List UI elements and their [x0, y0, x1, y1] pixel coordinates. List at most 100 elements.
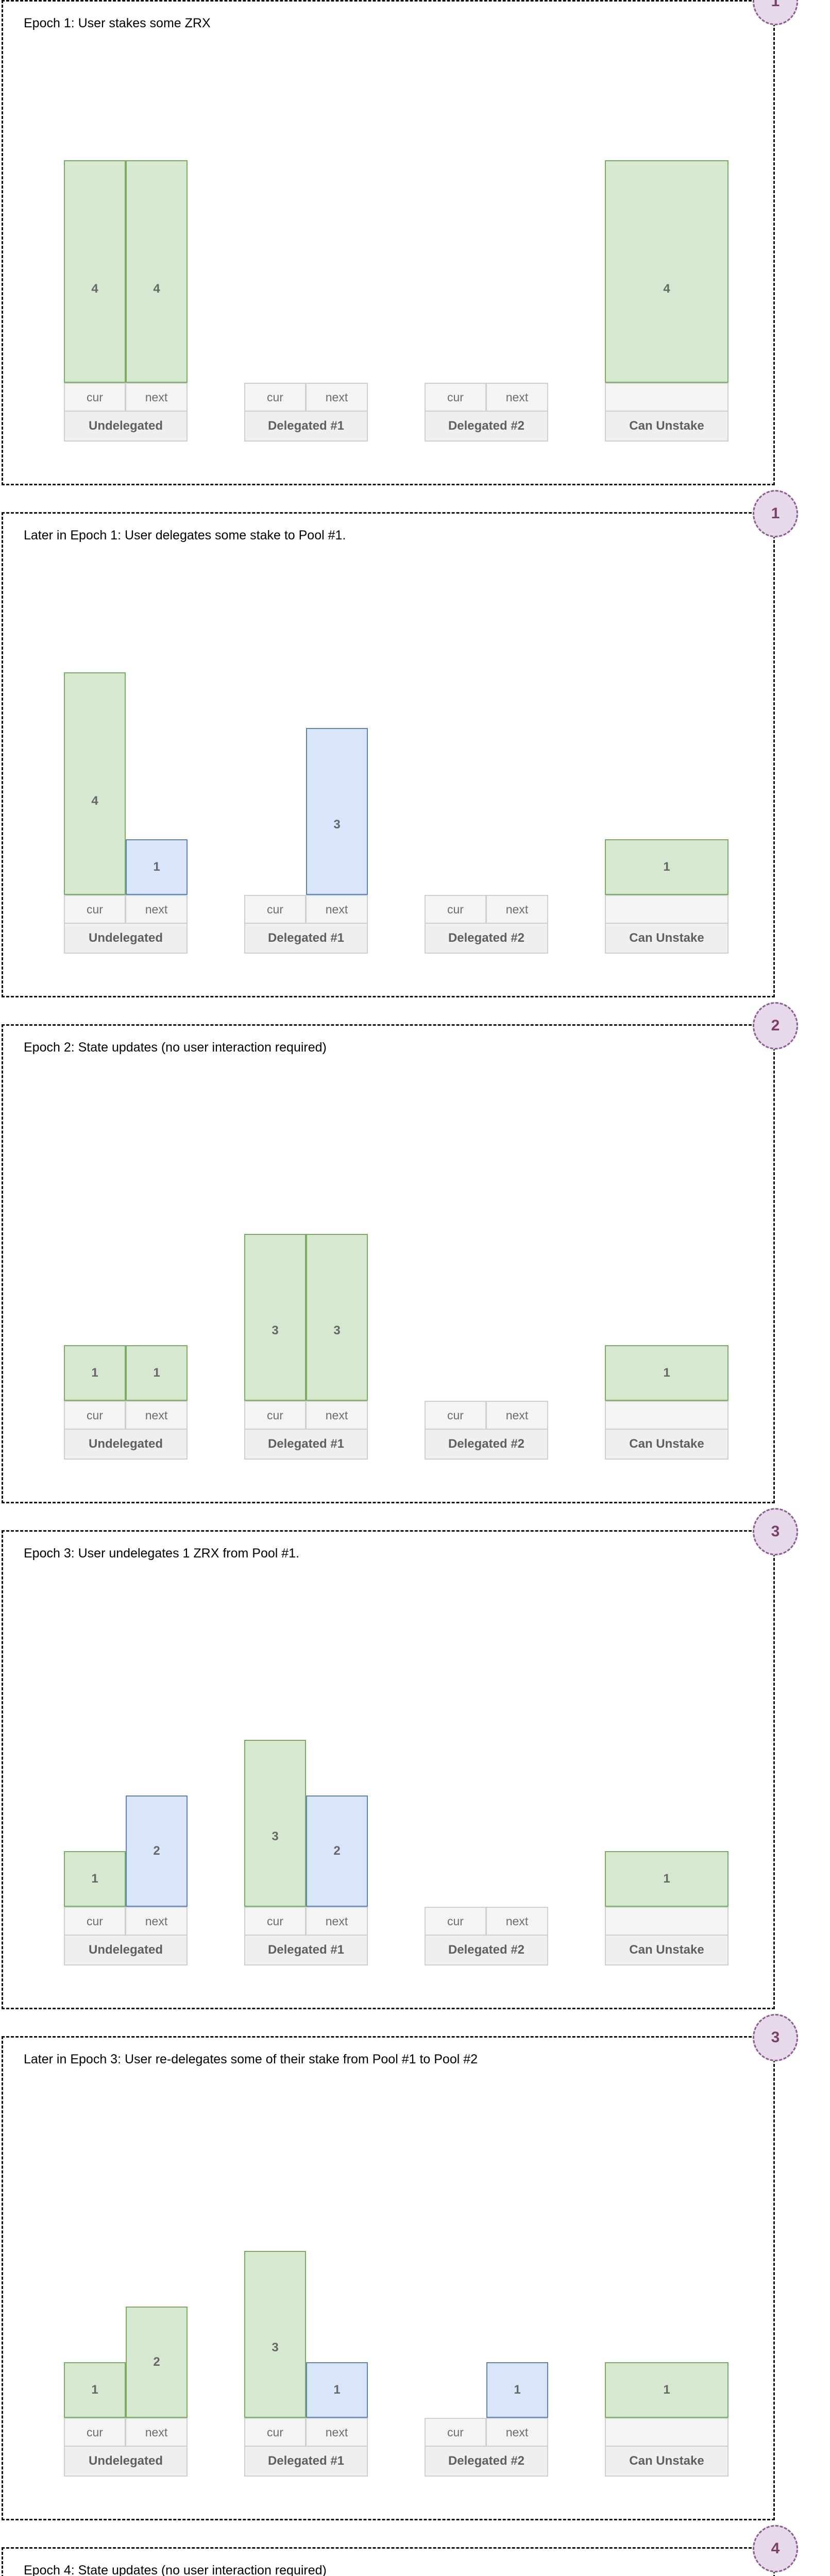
stake-bar-value: 1 [91, 2383, 98, 2397]
stake-bar-next: 1 [306, 2362, 368, 2418]
bar-area: 3 [244, 606, 368, 895]
stake-bar-value: 4 [153, 282, 160, 296]
header-cell-cur: cur [64, 895, 126, 924]
stake-bar-value: 3 [272, 1829, 279, 1843]
column-label: Delegated #1 [244, 2447, 368, 2477]
stake-bar-cur: 3 [244, 1740, 306, 1907]
panel-title: Later in Epoch 1: User delegates some st… [24, 528, 346, 543]
stake-bar-cur: 1 [64, 1345, 126, 1401]
header-cell-next: next [486, 1401, 548, 1430]
column-label: Undelegated [64, 1430, 188, 1460]
bar-area: 1 [605, 1112, 729, 1401]
column-group: 22curnextUndelegated11curnextDelegated #… [3, 2549, 773, 2576]
header-cell-cur: cur [425, 383, 486, 412]
column-label: Can Unstake [605, 2447, 729, 2477]
bar-area: 4 [605, 94, 729, 383]
header-cell-cur: cur [64, 1401, 126, 1430]
stake-bar-value: 1 [91, 1872, 98, 1886]
stake-bar-cur: 3 [244, 2251, 306, 2418]
cur-next-header [605, 383, 729, 412]
header-cell-blank [605, 1401, 729, 1430]
header-cell-next: next [306, 895, 368, 924]
column-label: Undelegated [64, 412, 188, 442]
stake-bar-value: 2 [153, 1844, 160, 1858]
bar-area: 1 [605, 2129, 729, 2418]
epoch-badge: 2 [753, 1002, 798, 1049]
header-cell-blank [605, 383, 729, 412]
header-cell-cur: cur [425, 1907, 486, 1936]
header-cell-next: next [486, 1907, 548, 1936]
column-label: Delegated #2 [425, 1430, 548, 1460]
epoch-badge: 4 [753, 2525, 798, 2572]
stake-bar-next: 3 [306, 728, 368, 895]
column-label: Delegated #2 [425, 2447, 548, 2477]
header-cell-cur: cur [425, 895, 486, 924]
stake-bar-next: 1 [126, 839, 188, 895]
stake-bar-value: 1 [514, 2383, 521, 2397]
bar-area [244, 94, 368, 383]
stake-bar-value: 4 [663, 282, 670, 296]
column-label: Delegated #2 [425, 412, 548, 442]
epoch-badge: 1 [753, 490, 798, 537]
column-label: Delegated #2 [425, 924, 548, 954]
column-label: Delegated #1 [244, 1936, 368, 1965]
stake-bar-cur: 4 [64, 672, 126, 895]
stake-bar-cur: 1 [64, 2362, 126, 2418]
stake-bar-cur: 1 [64, 1851, 126, 1907]
bar-area: 1 [605, 606, 729, 895]
stake-bar-cur: 4 [605, 160, 729, 383]
header-cell-cur: cur [244, 895, 306, 924]
header-cell-blank [605, 1907, 729, 1936]
panel-spacer [0, 2520, 830, 2547]
panel-title: Epoch 2: State updates (no user interact… [24, 1040, 327, 1055]
epoch-panel: 3 Epoch 3: User undelegates 1 ZRX from Po… [2, 1508, 798, 2009]
header-cell-cur: cur [244, 1907, 306, 1936]
stake-bar-cur: 3 [244, 1234, 306, 1401]
stake-bar-value: 1 [663, 860, 670, 874]
panel-spacer [0, 485, 830, 512]
stake-bar-value: 4 [91, 282, 98, 296]
stake-bar-cur: 1 [605, 1345, 729, 1401]
panel-title: Epoch 4: State updates (no user interact… [24, 2563, 327, 2576]
header-cell-next: next [126, 383, 188, 412]
panel-title: Epoch 3: User undelegates 1 ZRX from Poo… [24, 1546, 300, 1561]
stake-bar-cur: 1 [605, 2362, 729, 2418]
stake-bar-value: 3 [272, 2340, 279, 2354]
header-cell-cur: cur [244, 2418, 306, 2447]
bar-area [425, 606, 548, 895]
header-cell-next: next [306, 1907, 368, 1936]
column-label: Can Unstake [605, 924, 729, 954]
header-cell-next: next [306, 2418, 368, 2447]
header-cell-next: next [486, 2418, 548, 2447]
stake-bar-value: 1 [153, 1366, 160, 1380]
